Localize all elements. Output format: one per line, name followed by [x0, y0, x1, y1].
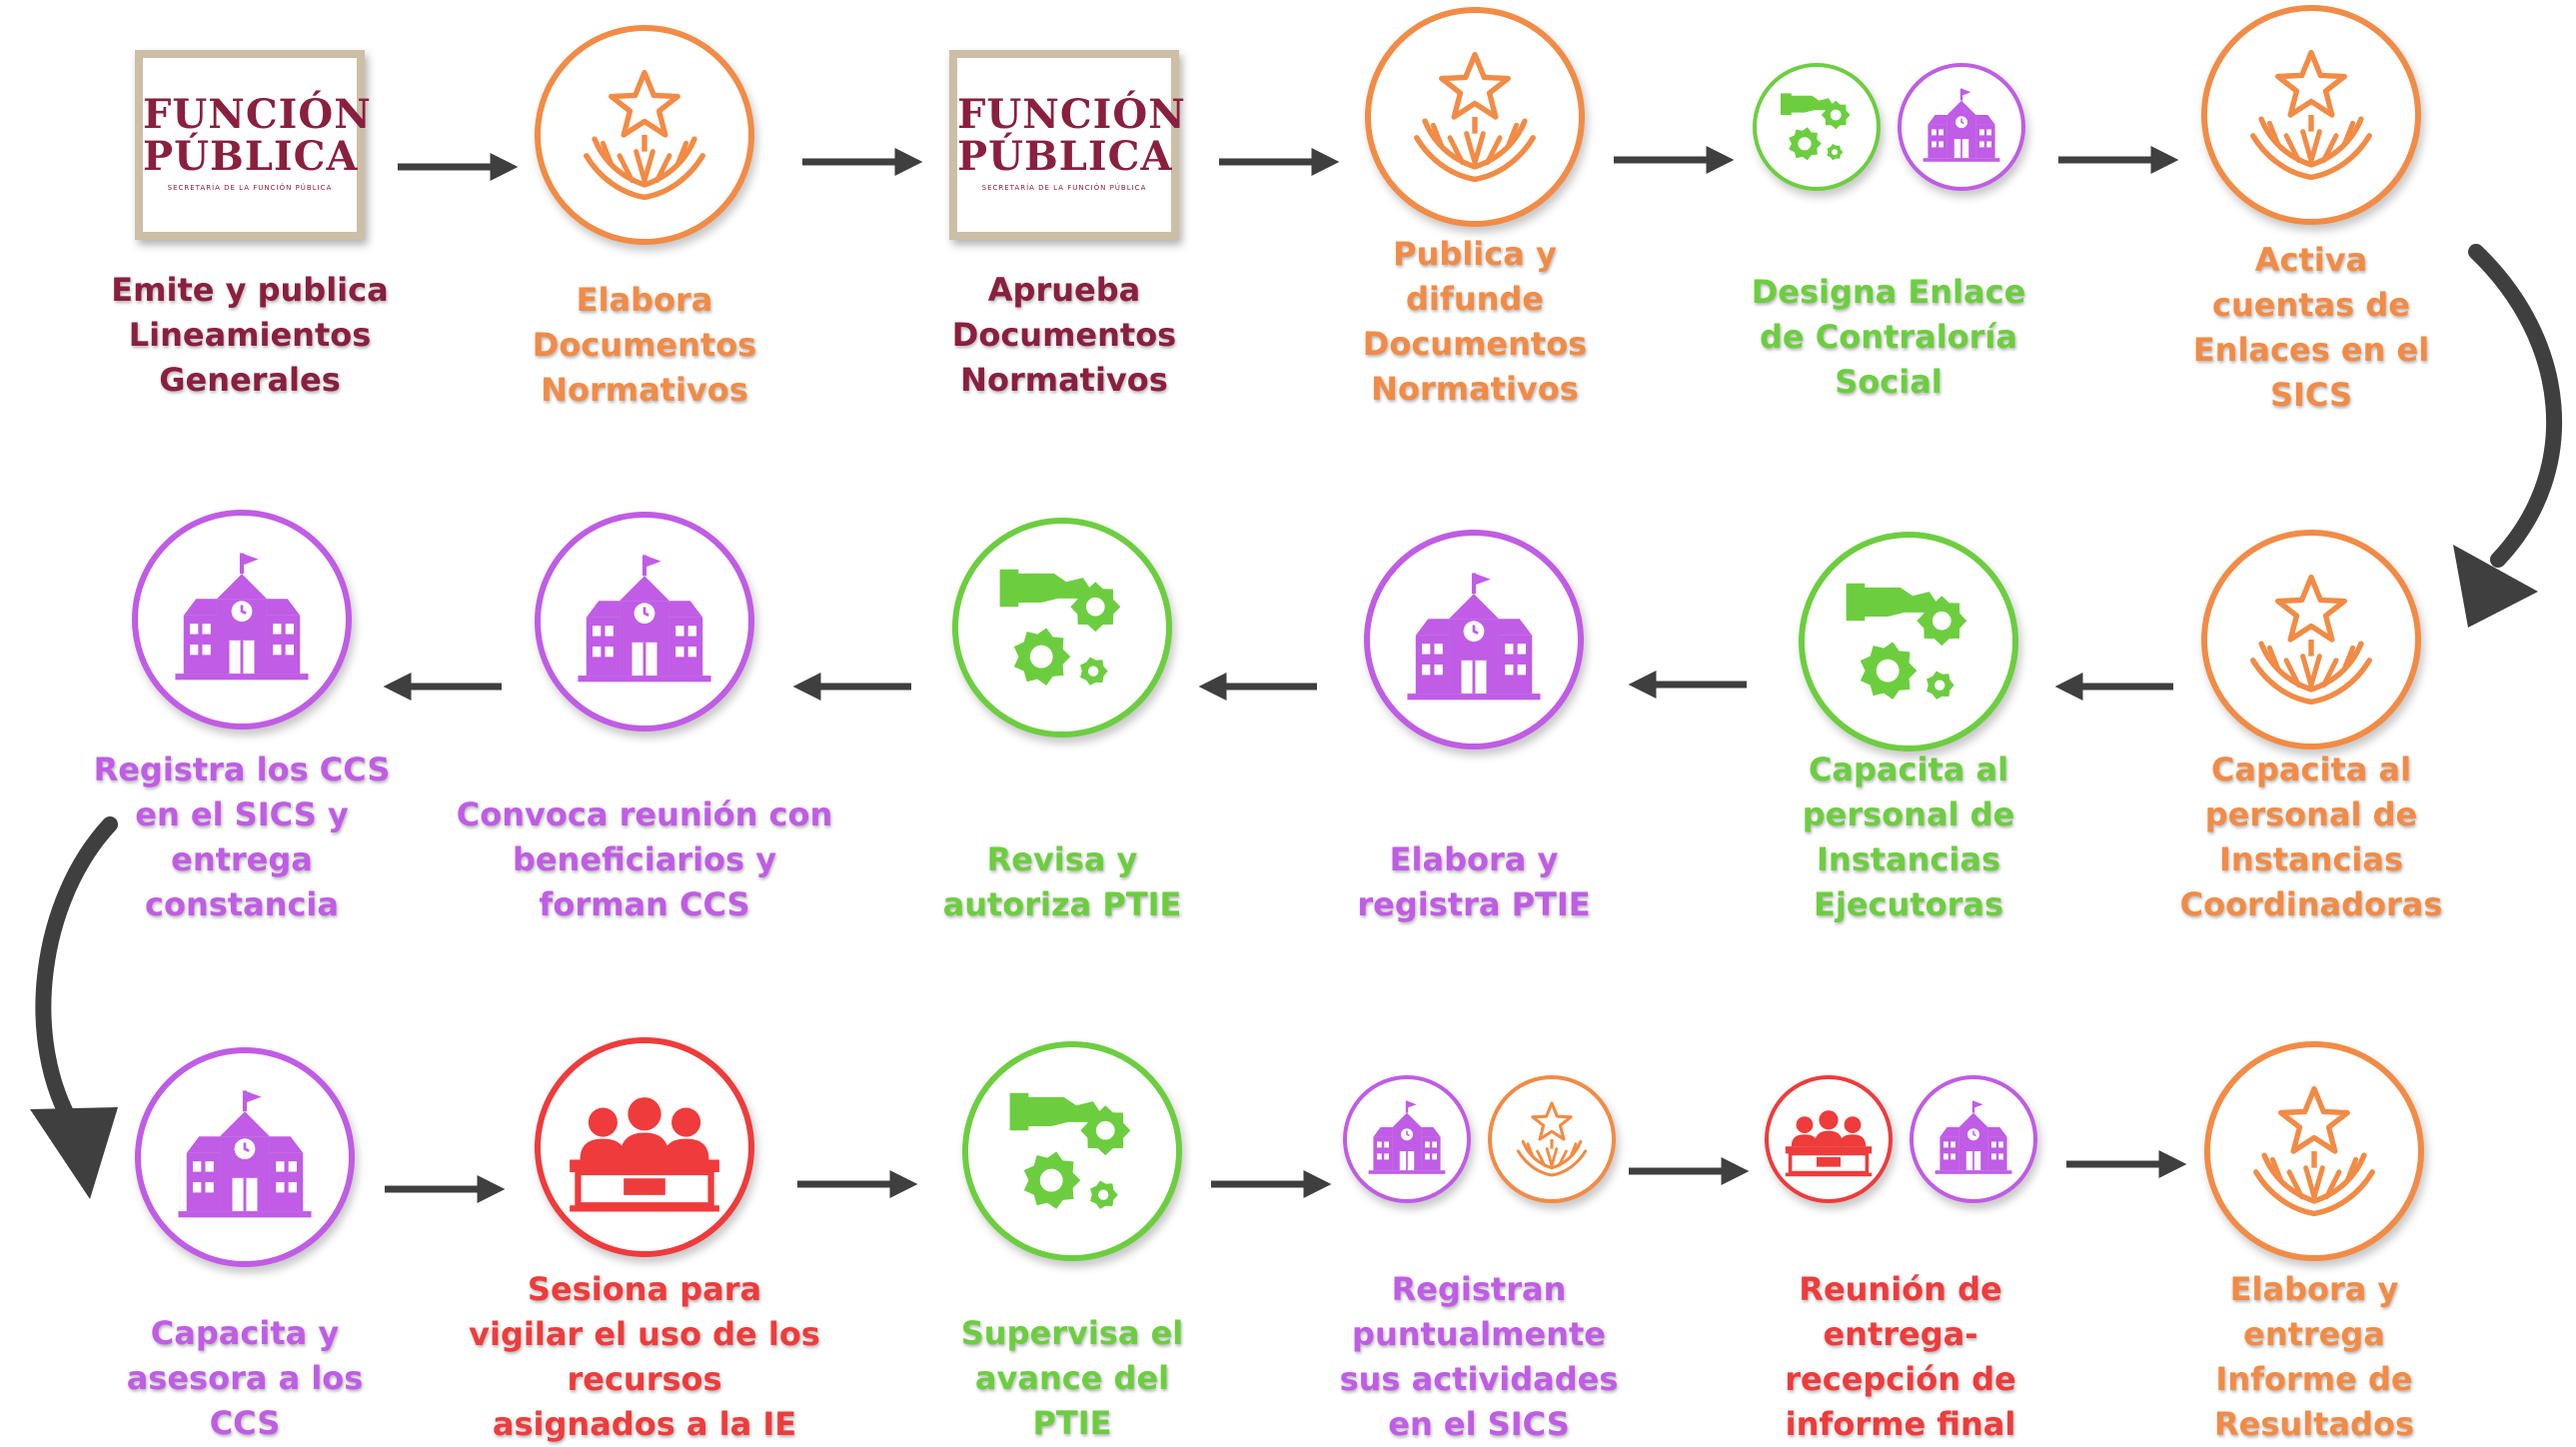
step-label: Capacita y asesora a los CCS [126, 1314, 364, 1442]
step-label: Sesiona para vigilar el uso de los recur… [469, 1270, 820, 1443]
school-building-icon [1897, 63, 2025, 191]
step-label: Elabora y entrega Informe de Resultados [2214, 1270, 2414, 1443]
logo-line-1: FUNCIÓN [143, 91, 372, 138]
school-building-icon [1909, 1075, 2037, 1203]
step-label: Aprueba Documentos Normativos [951, 271, 1177, 399]
step-label: Designa Enlace de Contraloría Social [1751, 273, 2026, 401]
logo-line-1: FUNCIÓN [957, 91, 1186, 138]
curve-arrow-12-13-head [30, 1107, 118, 1199]
logo-tagline: SECRETARÍA DE LA FUNCIÓN PÚBLICA [167, 184, 333, 192]
step-label: Activa cuentas de Enlaces en el SICS [2192, 241, 2430, 414]
hand-gears-icon [1799, 532, 2018, 751]
school-building-icon [1364, 530, 1584, 749]
logo-line-2: PÚBLICA [143, 133, 359, 180]
hands-star-icon [2201, 5, 2421, 225]
school-building-icon [132, 510, 352, 729]
hand-gears-icon [952, 518, 1172, 737]
step-label: Publica y difunde Documentos Normativos [1362, 235, 1588, 408]
hand-gears-icon [962, 1041, 1182, 1261]
step-label: Elabora Documentos Normativos [532, 281, 757, 409]
committee-icon [535, 1037, 754, 1257]
step-label: Supervisa el avance del PTIE [960, 1314, 1184, 1442]
step-label: Capacita al personal de Instancias Coord… [2179, 750, 2443, 923]
committee-icon [1764, 1075, 1893, 1203]
funcion-publica-logo: FUNCIÓN PÚBLICA SECRETARÍA DE LA FUNCIÓN… [949, 50, 1186, 240]
curve-arrow-12-13 [35, 816, 118, 1137]
step-label: Convoca reunión con beneficiarios y form… [456, 795, 833, 923]
hands-star-icon [2204, 1041, 2424, 1261]
school-building-icon [1342, 1075, 1471, 1203]
hand-gears-icon [1752, 63, 1881, 191]
hands-star-icon [2201, 530, 2421, 749]
step-label: Capacita al personal de Instancias Ejecu… [1802, 750, 2015, 923]
logo-tagline: SECRETARÍA DE LA FUNCIÓN PÚBLICA [981, 184, 1147, 192]
step-label: Registra los CCS en el SICS y entrega co… [93, 750, 391, 923]
hands-star-icon [535, 25, 754, 245]
hands-star-icon [1487, 1075, 1616, 1203]
step-label: Emite y publica Lineamientos Generales [111, 271, 389, 399]
school-building-icon [135, 1047, 355, 1267]
funcion-publica-logo: FUNCIÓN PÚBLICA SECRETARÍA DE LA FUNCIÓN… [135, 50, 372, 240]
step-label: Revisa y autoriza PTIE [942, 840, 1182, 923]
curve-arrow-6-7 [2468, 244, 2563, 568]
step-label: Reunión de entrega- recepción de informe… [1785, 1270, 2016, 1443]
curve-arrow-6-7-head [2453, 545, 2538, 628]
step-label: Registran puntualmente sus actividades e… [1339, 1270, 1619, 1443]
logo-line-2: PÚBLICA [957, 133, 1173, 180]
hands-star-icon [1365, 7, 1585, 227]
step-label: Elabora y registra PTIE [1357, 840, 1591, 923]
school-building-icon [535, 512, 754, 731]
